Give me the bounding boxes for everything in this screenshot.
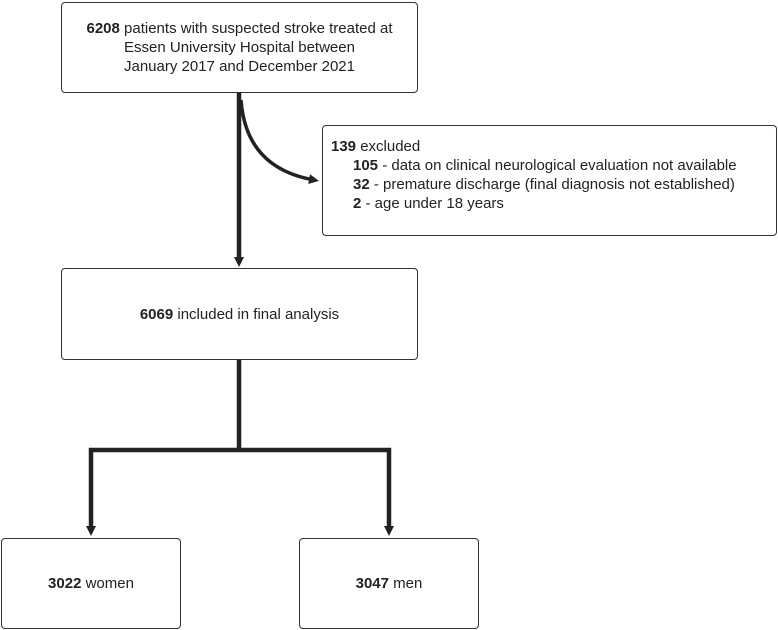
reason-count: 105 [353,157,379,174]
excluded-box: 139 excluded 105 - data on clinical neur… [322,125,777,236]
men-count: 3047 [355,575,389,592]
reason-text: - age under 18 years [361,195,504,212]
excluded-reason: 2 - age under 18 years [331,194,776,213]
included-box: 6069 included in final analysis [61,268,418,360]
reason-count: 32 [353,176,370,193]
included-text: 6069 included in final analysis [140,305,339,324]
excluded-reason: 32 - premature discharge (final diagnosi… [331,175,776,194]
start-line2: Essen University Hospital between [124,39,355,56]
reason-count: 2 [353,195,362,212]
reason-text: - data on clinical neurological evaluati… [378,157,737,174]
start-line3: January 2017 and December 2021 [124,58,355,75]
start-box: 6208 patients with suspected stroke trea… [61,2,418,93]
women-label: women [81,575,134,592]
women-count: 3022 [48,575,82,592]
start-box-text: 6208 patients with suspected stroke trea… [86,19,392,76]
excluded-count: 139 [331,138,357,155]
women-box: 3022 women [1,538,181,629]
reason-text: - premature discharge (final diagnosis n… [369,176,735,193]
men-box: 3047 men [299,538,479,629]
women-text: 3022 women [48,574,134,593]
arrow-to-excluded [239,99,319,185]
start-count: 6208 [86,20,120,37]
included-label: included in final analysis [173,305,340,323]
start-line1: patients with suspected stroke treated a… [119,20,393,37]
excluded-label: excluded [356,138,421,155]
excluded-header: 139 excluded [331,137,776,156]
men-text: 3047 men [356,574,423,593]
excluded-reason: 105 - data on clinical neurological eval… [331,156,776,175]
included-count: 6069 [139,305,174,323]
men-label: men [389,575,423,592]
